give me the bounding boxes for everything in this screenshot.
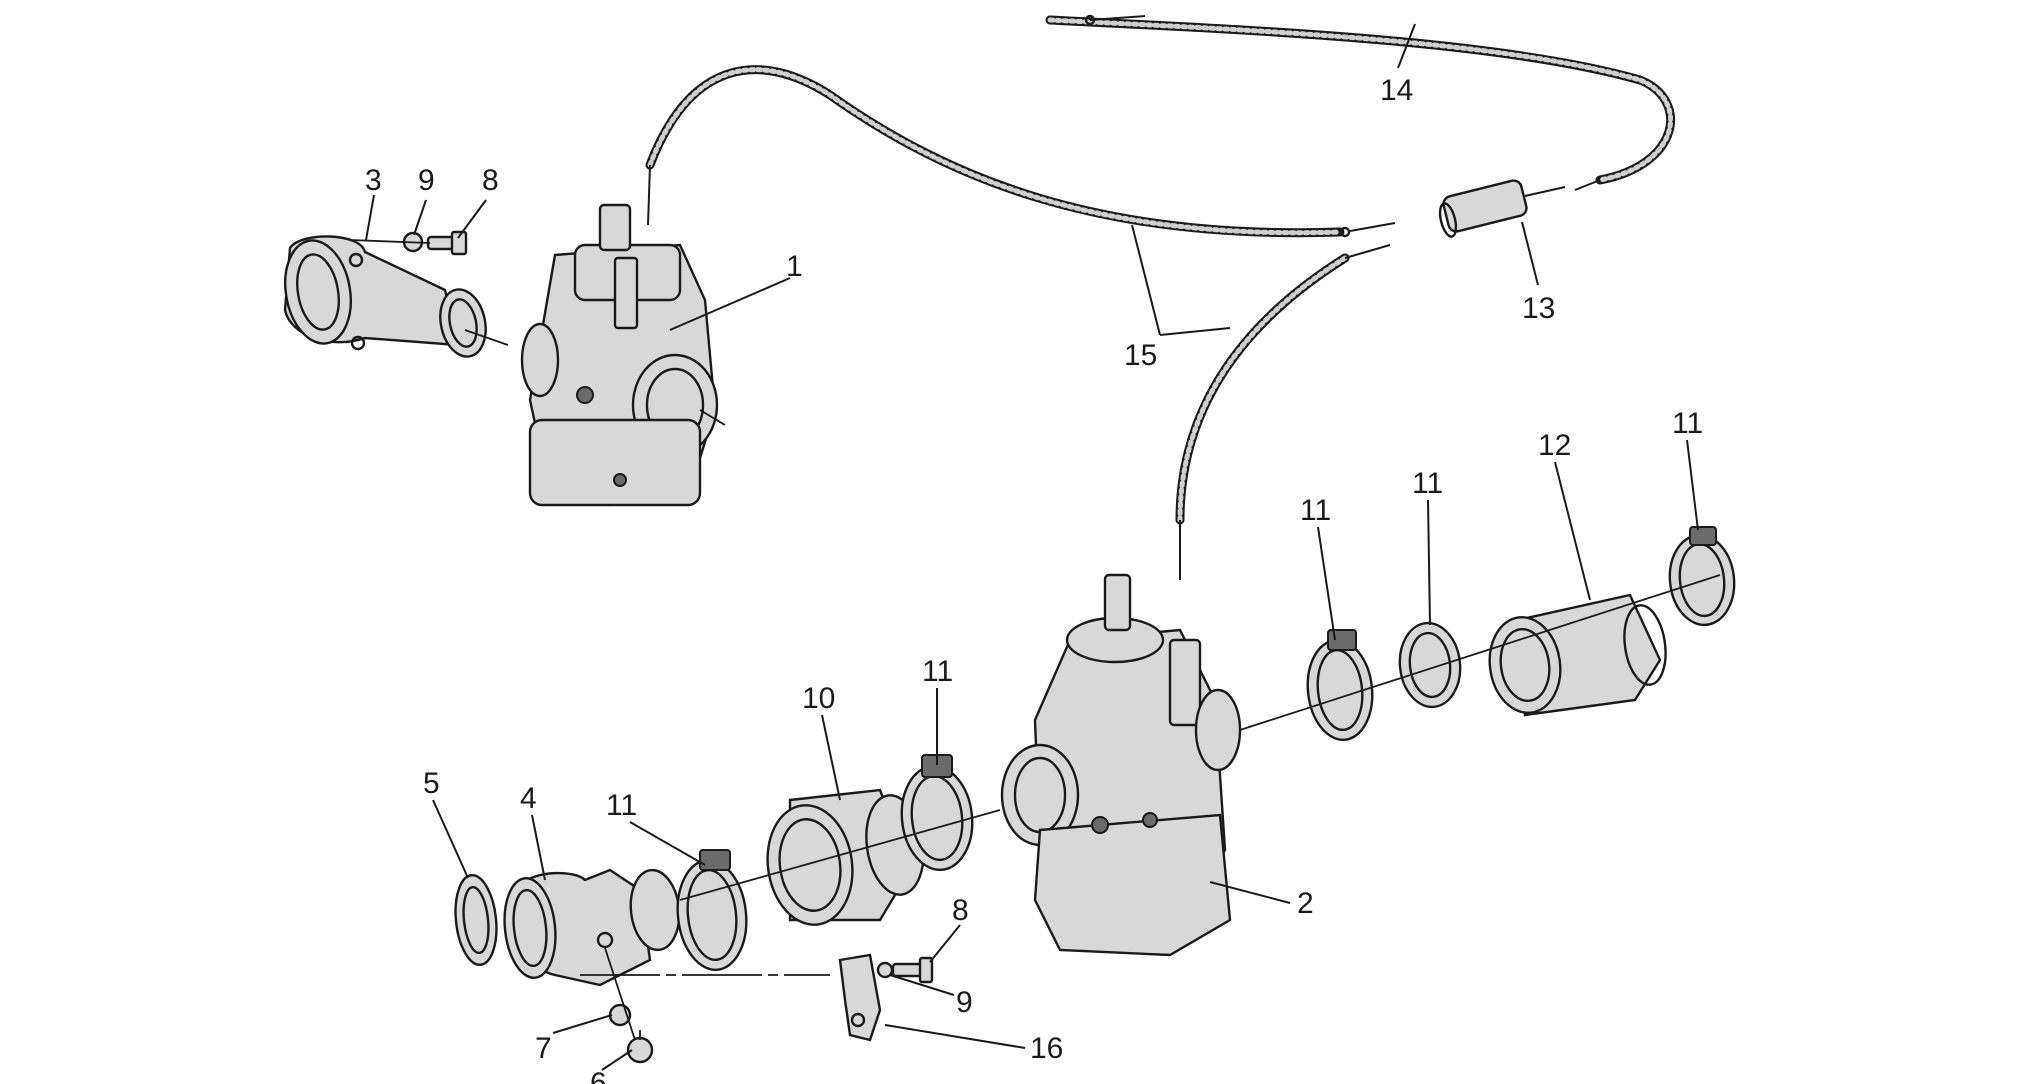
washer-9-lower: [876, 961, 894, 979]
spacer-12: [1398, 621, 1462, 709]
callout-4: 4: [520, 782, 537, 815]
hose-clamp-11-b: [900, 754, 974, 872]
screw-6: [626, 1030, 654, 1064]
callout-15: 14: [1380, 74, 1413, 107]
carburetor-2: [1000, 573, 1242, 957]
rubber-sleeve-10: [766, 788, 925, 926]
callout-12: 11: [1412, 467, 1443, 500]
callout-7: 7: [535, 1032, 552, 1065]
callout-14: 13: [1522, 292, 1555, 325]
bracket-17: [838, 953, 882, 1042]
callout-9-upper: 9: [418, 164, 435, 197]
hose-clamp-11-a: [676, 849, 748, 972]
throttle-cable-15: [1045, 14, 1676, 191]
callout-13: 12: [1538, 429, 1571, 462]
callout-11-b: 11: [922, 655, 953, 688]
callout-9-lower: 9: [956, 986, 973, 1019]
leader-lines: [365, 23, 1699, 1071]
intake-manifold-4: [503, 868, 681, 987]
callout-8-upper: 8: [482, 164, 499, 197]
callout-6: 6: [590, 1067, 607, 1084]
callout-1: 1: [786, 250, 803, 283]
air-filter-13: [1488, 593, 1667, 717]
callout-11-d: 11: [1672, 407, 1703, 440]
callout-8-lower: 8: [952, 894, 969, 927]
callout-16: 15: [1124, 339, 1157, 372]
intake-manifold-3: [283, 235, 487, 358]
callout-3: 3: [365, 164, 382, 197]
gasket-5: [454, 873, 498, 967]
callout-17: 16: [1030, 1032, 1063, 1065]
callout-11-c: 11: [1300, 494, 1331, 527]
screw-8-lower: [891, 956, 934, 984]
hose-clamp-11-c: [1306, 629, 1374, 742]
hose-clamp-11-d: [1668, 526, 1736, 627]
cable-adjuster-14: [1438, 179, 1566, 238]
callout-labels: 1 2 3 4 5 6 7 8 8 9 9 10 11 11 11 11 11 …: [365, 74, 1703, 1084]
callout-10: 10: [802, 682, 835, 715]
callout-5: 5: [423, 767, 440, 800]
callout-2: 2: [1297, 887, 1314, 920]
carburetor-1: [520, 203, 719, 507]
choke-cable-16: [645, 65, 1396, 580]
callout-11-a: 11: [606, 789, 637, 822]
